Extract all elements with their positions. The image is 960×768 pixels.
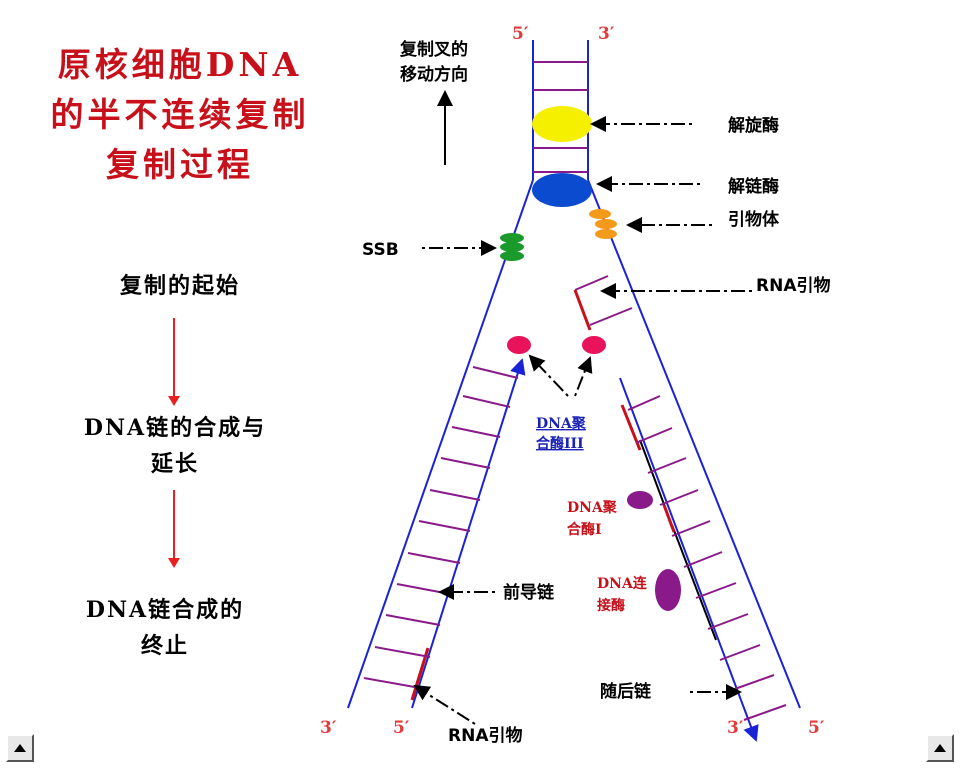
lagging-rungs [627,395,787,721]
helicase-shape [532,106,592,142]
next-slide-button[interactable] [926,734,954,762]
leading-rungs [363,366,519,689]
step-termination: DNA链合成的终止 [85,597,245,659]
label-helicase: 解旋酶 [728,115,779,136]
template-strand-left [347,179,534,709]
end-bottom-outer-right: 5′ [808,718,825,738]
step-elongation: DNA链的合成与延长 [83,415,267,477]
label-pol3-2: 合酶III [536,435,584,452]
dna-pol3-left-shape [507,336,531,354]
dna-pol1-shape [627,491,653,509]
end-bottom-inner-right: 3′ [727,718,744,738]
label-ligase-1: DNA连 [597,575,648,592]
leading-strand [411,358,526,709]
label-rna-primer-top: RNA引物 [756,275,830,296]
up-arrow-icon [934,744,946,752]
end-bottom-outer-left: 3′ [320,718,337,738]
ssb-shape [500,233,524,261]
topoisomerase-shape [532,173,592,207]
parental-rungs [533,61,588,173]
label-pol1-2: 合酶I [567,521,602,538]
end-top-left: 5′ [512,24,529,44]
label-fork-direction-1: 复制叉的 [399,39,468,60]
lagging-primer-2 [662,504,676,533]
arrow-down-icon [173,318,175,398]
dna-ligase-shape [655,569,681,611]
label-primosome: 引物体 [728,209,780,230]
arrow-down-icon-head [168,396,180,406]
arrow-down-icon-head [168,558,180,568]
pointer-pol3-left [528,354,569,397]
slide-title: 原核细胞DNA的半不连续复制复制过程 [50,45,310,184]
lagging-okazaki-black-1 [639,439,669,516]
label-pol1-1: DNA聚 [567,500,618,516]
primosome-shape [589,209,617,239]
dna-pol3-right-shape [582,336,606,354]
template-strand-right [587,179,801,709]
lagging-okazaki-black-2 [671,524,717,641]
end-bottom-inner-left: 5′ [393,718,410,738]
end-top-right: 3′ [598,24,615,44]
label-leading: 前导链 [503,582,555,603]
lagging-strand [619,377,759,742]
up-arrow-icon [14,744,26,752]
rna-primer-top [573,275,633,331]
label-rna-primer-bottom: RNA引物 [448,725,522,746]
pointer-rna-primer-bottom [413,684,476,725]
pointer-pol3-right [574,356,593,397]
label-pol3-1: DNA聚 [536,416,587,432]
arrow-down-icon [173,490,175,560]
label-ligase-2: 接酶 [597,597,625,614]
label-ssb: SSB [362,240,399,260]
step-initiation: 复制的起始 [119,273,240,299]
prev-slide-button[interactable] [6,734,34,762]
label-topoisomerase: 解链酶 [728,176,779,197]
label-fork-direction-2: 移动方向 [400,64,468,85]
label-lagging: 随后链 [600,681,652,702]
